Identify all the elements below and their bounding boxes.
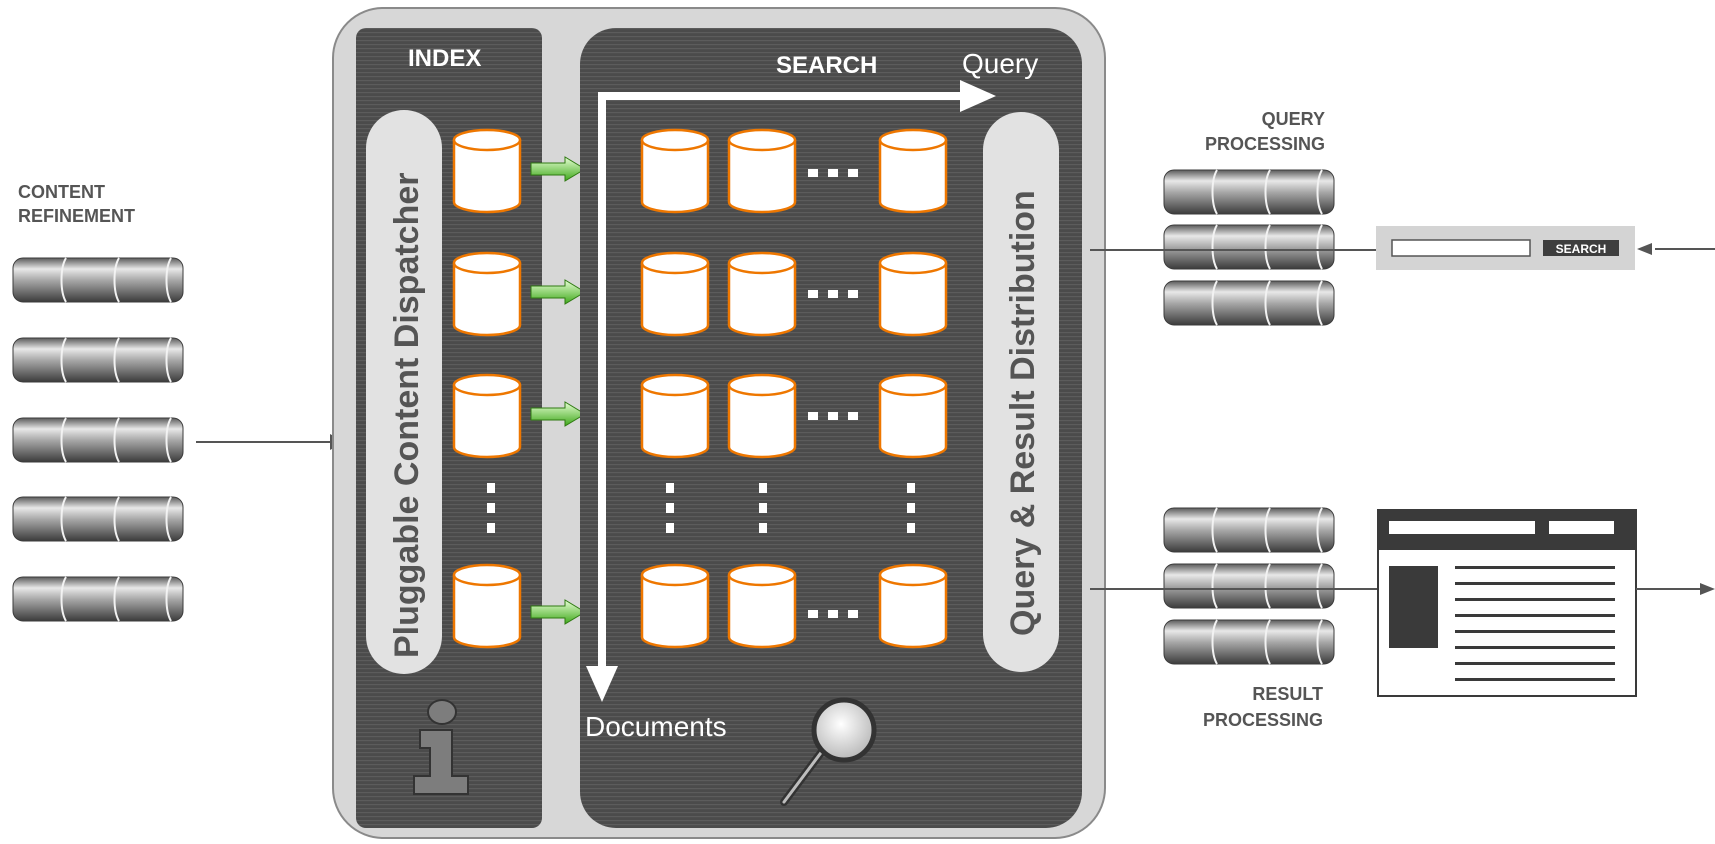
- distribution-pill: [983, 112, 1059, 672]
- pipeline-icon: [12, 496, 184, 542]
- database-icon: [452, 563, 522, 649]
- query-flow-arrow: [602, 80, 996, 112]
- horizontal-ellipsis-icon: [808, 610, 858, 618]
- pipeline-icon: [1163, 169, 1335, 215]
- database-icon: [640, 563, 710, 649]
- result-processing-label-2: PROCESSING: [1203, 710, 1323, 730]
- database-icon: [727, 251, 797, 337]
- search-input[interactable]: [1391, 239, 1531, 257]
- index-title: INDEX: [408, 45, 481, 72]
- content-refinement-label: CONTENT: [18, 182, 105, 202]
- query-processing-label: QUERY: [1262, 109, 1325, 129]
- content-refinement-label-2: REFINEMENT: [18, 206, 135, 226]
- result-page-icon: [1377, 509, 1637, 697]
- content-feed-arrow: [196, 434, 345, 450]
- pipeline-icon: [1163, 563, 1335, 609]
- vertical-ellipsis-icon: [487, 483, 495, 533]
- database-icon: [727, 563, 797, 649]
- database-icon: [640, 251, 710, 337]
- query-processing-pipelines: [1163, 169, 1335, 326]
- query-label: Query: [962, 48, 1038, 79]
- database-icon: [452, 373, 522, 459]
- distribution-label: Query & Result Distribution: [1004, 190, 1042, 636]
- magnifier-icon: [780, 697, 877, 806]
- database-icon: [878, 128, 948, 214]
- horizontal-ellipsis-icon: [808, 290, 858, 298]
- vertical-ellipsis-icon: [759, 483, 767, 533]
- vertical-ellipsis-icon: [666, 483, 674, 533]
- pipeline-icon: [1163, 224, 1335, 270]
- dispatcher-pill: [366, 110, 442, 674]
- horizontal-ellipsis-icon: [808, 169, 858, 177]
- search-box: SEARCH: [1376, 226, 1635, 270]
- results-out-arrow: [1636, 583, 1715, 595]
- info-icon: [413, 699, 469, 795]
- database-icon: [452, 251, 522, 337]
- pipeline-icon: [1163, 619, 1335, 665]
- horizontal-ellipsis-icon: [808, 412, 858, 420]
- pipeline-icon: [12, 417, 184, 463]
- database-icon: [640, 128, 710, 214]
- pipeline-icon: [12, 257, 184, 303]
- database-icon: [452, 128, 522, 214]
- index-cylinders: [452, 128, 522, 649]
- pipeline-icon: [1163, 280, 1335, 326]
- database-icon: [878, 251, 948, 337]
- search-button-label: SEARCH: [1556, 242, 1607, 256]
- result-processing-label: RESULT: [1252, 684, 1323, 704]
- pipeline-icon: [1163, 507, 1335, 553]
- vertical-ellipsis-icon: [907, 483, 915, 533]
- content-refinement-pipelines: [12, 257, 184, 622]
- pipeline-icon: [12, 576, 184, 622]
- query-processing-label-2: PROCESSING: [1205, 134, 1325, 154]
- database-icon: [727, 128, 797, 214]
- user-query-arrow: [1637, 243, 1715, 255]
- database-icon: [878, 373, 948, 459]
- documents-flow-arrow: [586, 92, 618, 702]
- pipeline-icon: [12, 337, 184, 383]
- dispatcher-label: Pluggable Content Dispatcher: [388, 173, 426, 659]
- database-icon: [878, 563, 948, 649]
- database-icon: [640, 373, 710, 459]
- documents-label: Documents: [585, 711, 727, 742]
- search-title: SEARCH: [776, 52, 877, 79]
- search-button[interactable]: [1543, 240, 1619, 256]
- database-icon: [727, 373, 797, 459]
- result-processing-pipelines: [1163, 507, 1335, 665]
